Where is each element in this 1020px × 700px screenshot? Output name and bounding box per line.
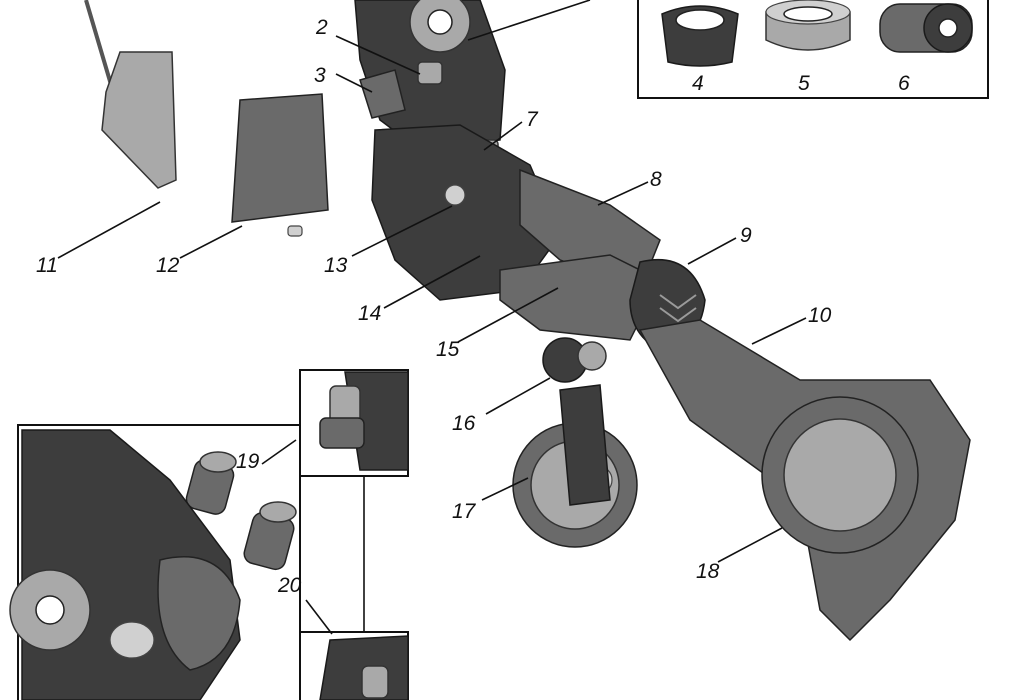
leader-20 bbox=[305, 599, 333, 635]
callout-7: 7 bbox=[526, 108, 539, 131]
callout-16: 16 bbox=[452, 412, 476, 435]
callout-20: 20 bbox=[277, 574, 302, 597]
callout-3: 3 bbox=[314, 64, 326, 87]
part-5-spacer bbox=[765, 0, 851, 51]
callout-8: 8 bbox=[650, 168, 662, 191]
part-15-outer-link bbox=[499, 254, 662, 341]
part-17-upper-pulley bbox=[512, 384, 638, 548]
callout-5: 5 bbox=[798, 72, 810, 95]
derailleur-assembly bbox=[354, 0, 971, 642]
leader-10 bbox=[751, 317, 807, 345]
leader-7 bbox=[483, 121, 523, 151]
callout-9: 9 bbox=[740, 224, 752, 247]
part-20-screw bbox=[243, 501, 297, 571]
leader-2 bbox=[335, 35, 421, 75]
leader-3 bbox=[335, 73, 373, 93]
part-19-screw bbox=[185, 451, 237, 515]
leader-15 bbox=[457, 287, 559, 343]
callout-13: 13 bbox=[324, 254, 348, 277]
part-11-cover bbox=[84, 0, 177, 189]
leader-12 bbox=[179, 225, 243, 259]
inset-box-bottom-left bbox=[17, 424, 301, 700]
leader-9 bbox=[687, 237, 737, 265]
leader-14 bbox=[383, 255, 481, 309]
part-18-lower-pulley bbox=[761, 396, 919, 554]
callout-2: 2 bbox=[315, 16, 328, 39]
leader-1 bbox=[467, 0, 591, 41]
callout-12: 12 bbox=[156, 254, 180, 277]
callout-15: 15 bbox=[436, 338, 460, 361]
part-3-link bbox=[359, 69, 406, 119]
detail-inset-19-content bbox=[319, 371, 409, 471]
leader-13 bbox=[351, 205, 453, 257]
inset-box-top bbox=[637, 0, 989, 99]
part-6-bolt bbox=[879, 3, 973, 53]
leader-11 bbox=[57, 201, 161, 259]
leader-17 bbox=[481, 477, 529, 501]
callout-19: 19 bbox=[236, 450, 260, 473]
leader-18 bbox=[717, 527, 783, 563]
leader-16 bbox=[485, 377, 551, 415]
part-4-bushing bbox=[661, 5, 739, 67]
inset-derailleur-view bbox=[9, 429, 241, 700]
callout-4: 4 bbox=[692, 72, 704, 95]
part-2-screw bbox=[417, 61, 443, 85]
part-13-screw bbox=[444, 184, 466, 206]
leader-19 bbox=[261, 439, 297, 465]
leader-8 bbox=[597, 181, 649, 206]
detail-inset-20-content bbox=[319, 635, 409, 700]
part-12-battery bbox=[231, 93, 329, 237]
callout-14: 14 bbox=[358, 302, 381, 325]
callout-17: 17 bbox=[452, 500, 477, 523]
callout-11: 11 bbox=[36, 254, 58, 277]
callout-18: 18 bbox=[696, 560, 720, 583]
callout-10: 10 bbox=[808, 304, 832, 327]
callout-6: 6 bbox=[898, 72, 910, 95]
